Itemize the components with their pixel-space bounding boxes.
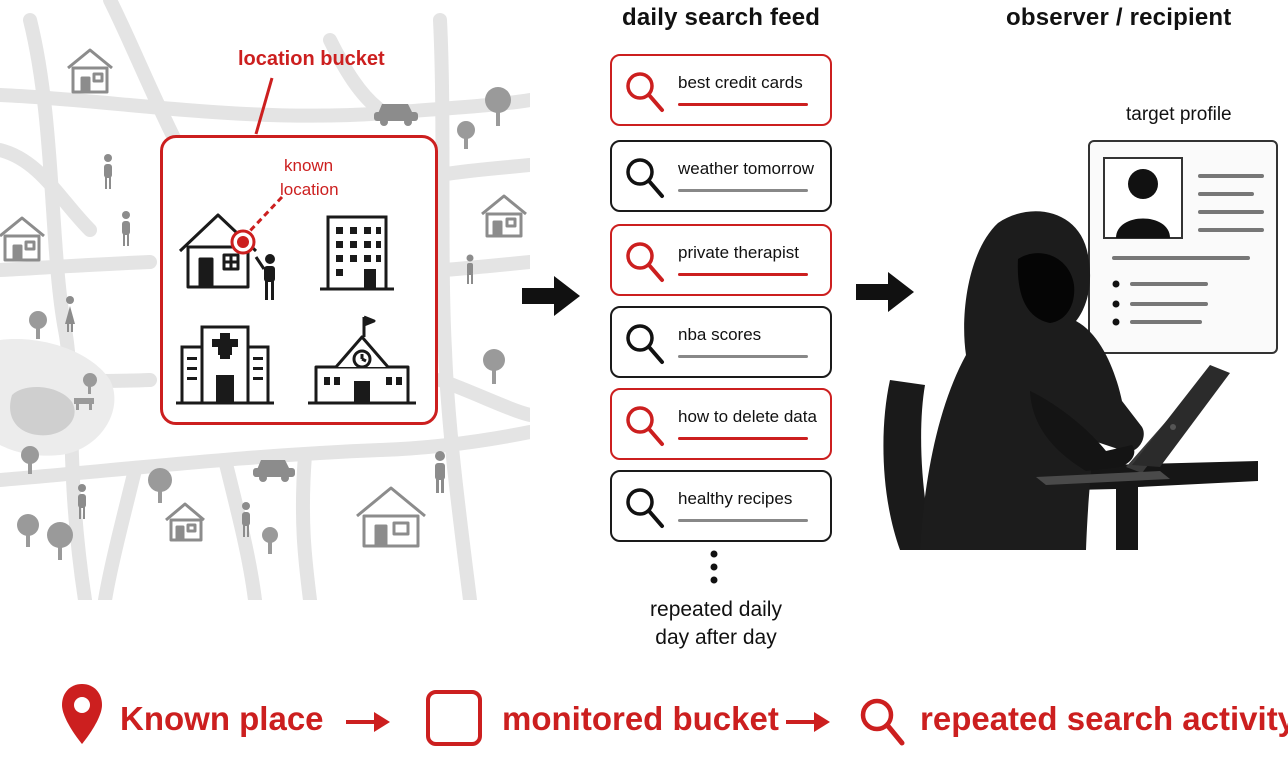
- person-icon: [254, 254, 275, 300]
- office-building-icon: [320, 215, 394, 291]
- legend-monitored-bucket: monitored bucket: [502, 700, 779, 737]
- bucket-buildings: [176, 195, 416, 405]
- known-location-label-line1: known: [284, 156, 334, 175]
- repeat-note-line1: repeated daily: [650, 598, 782, 621]
- search-card: private therapist: [610, 224, 832, 296]
- search-card: weather tomorrow: [610, 140, 832, 212]
- known-location-label-line2: location: [280, 180, 339, 199]
- target-profile-label: target profile: [1126, 104, 1232, 125]
- search-icon: [626, 158, 664, 198]
- bucket-pointer-line: [254, 77, 274, 135]
- neighborhood-map: [0, 0, 530, 600]
- avatar-icon: [1116, 169, 1170, 238]
- home-icon: [178, 213, 258, 289]
- search-query: healthy recipes: [678, 489, 793, 508]
- observer-title: observer / recipient: [1006, 4, 1232, 31]
- legend-repeated-search: repeated search activity: [920, 700, 1288, 737]
- search-card: best credit cards: [610, 54, 832, 126]
- query-underline: [678, 355, 808, 358]
- search-card: nba scores: [610, 306, 832, 378]
- search-card: how to delete data: [610, 388, 832, 460]
- location-bucket-label: location bucket: [238, 48, 385, 70]
- hooded-observer-figure: [883, 211, 1258, 550]
- legend-arrow-2: [786, 712, 830, 732]
- feed-title: daily search feed: [622, 4, 821, 31]
- legend-arrow-1: [346, 712, 390, 732]
- repeat-note-line2: day after day: [655, 626, 777, 649]
- query-underline: [678, 103, 808, 106]
- legend-known-place: Known place: [120, 700, 324, 737]
- search-icon: [626, 488, 664, 528]
- search-icon: [626, 242, 664, 282]
- search-card: healthy recipes: [610, 470, 832, 542]
- search-query: how to delete data: [678, 407, 817, 426]
- bucket-square-icon: [426, 690, 482, 746]
- location-pin-icon: [62, 684, 102, 744]
- query-underline: [678, 273, 808, 276]
- search-icon: [626, 324, 664, 364]
- search-query: best credit cards: [678, 73, 803, 92]
- hospital-icon: [176, 325, 274, 405]
- query-underline: [678, 437, 808, 440]
- school-icon: [308, 315, 416, 405]
- more-dots-icon: [710, 550, 718, 584]
- profile-card-contents: [1103, 157, 1264, 326]
- search-query: weather tomorrow: [678, 159, 815, 178]
- search-icon: [626, 72, 664, 112]
- query-underline: [678, 519, 808, 522]
- search-icon: [626, 406, 664, 446]
- search-query: nba scores: [678, 325, 762, 344]
- search-query: private therapist: [678, 243, 799, 262]
- flow-arrow-2: [856, 272, 914, 312]
- legend-search-icon: [860, 698, 905, 746]
- flow-arrow-1: [522, 276, 580, 316]
- query-underline: [678, 189, 808, 192]
